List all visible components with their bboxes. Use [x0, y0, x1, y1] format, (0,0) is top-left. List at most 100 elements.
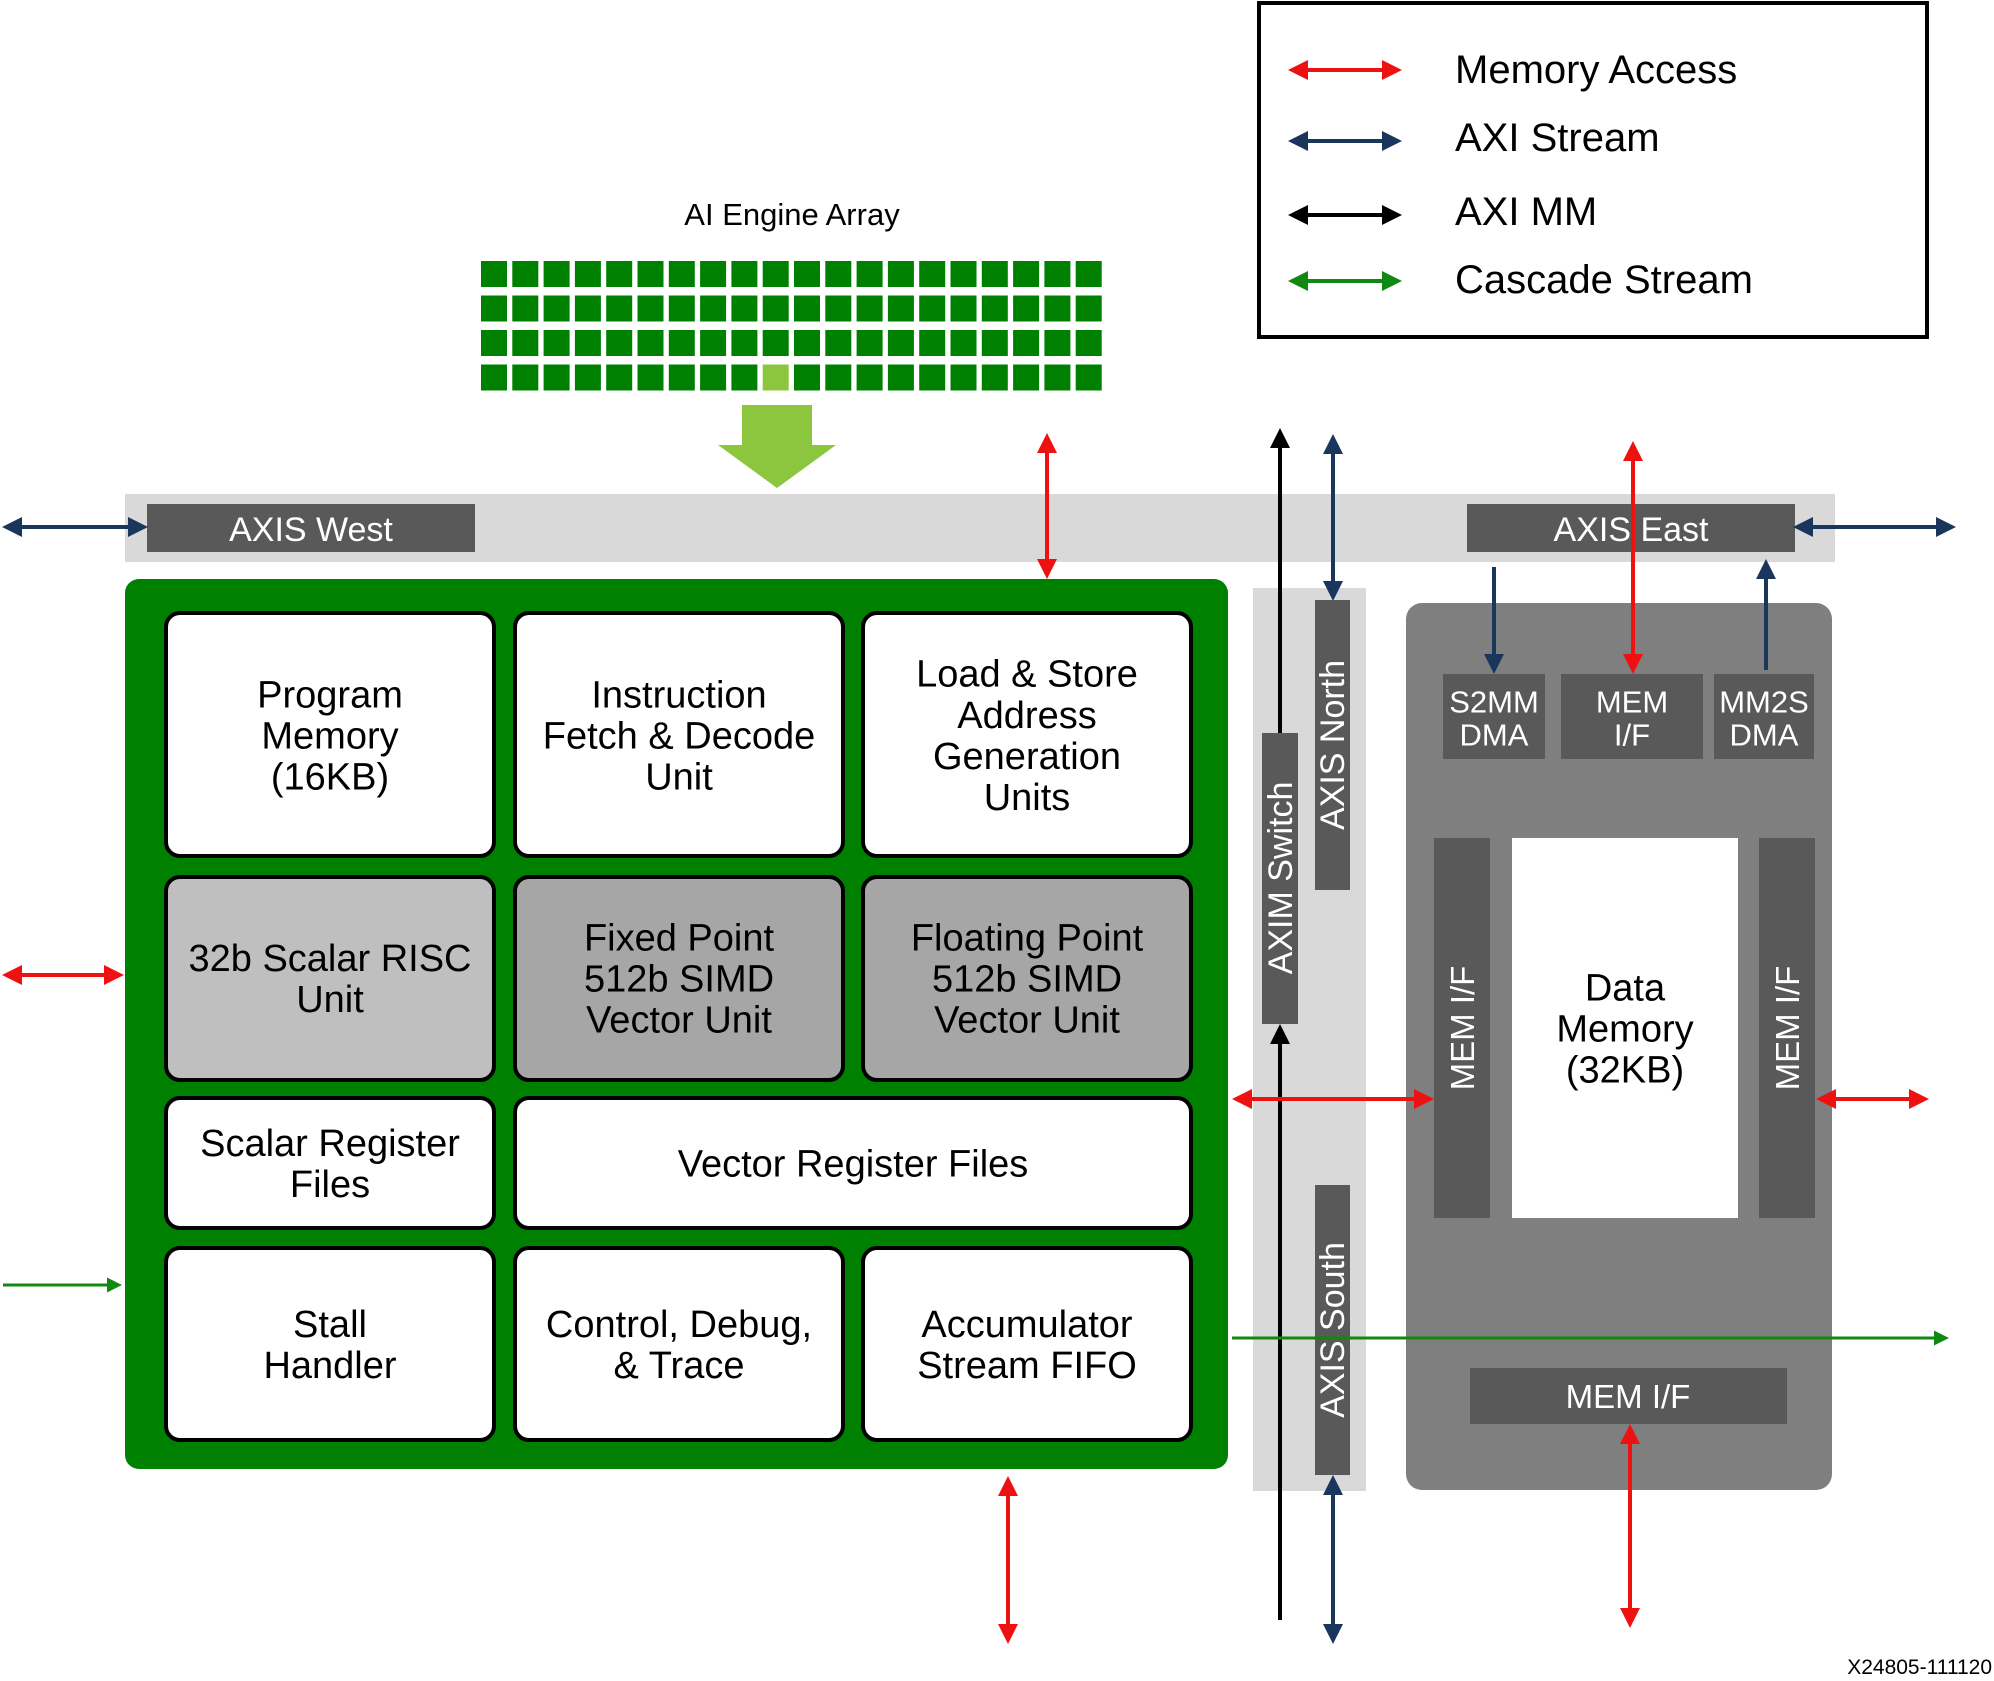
array-tile: [762, 330, 789, 356]
array-tile: [825, 261, 852, 287]
array-tile: [668, 295, 695, 322]
array-tile: [919, 364, 946, 391]
array-tile: [512, 295, 539, 322]
array-tile: [574, 295, 601, 322]
array-tile: [1013, 261, 1040, 287]
array-tile: [700, 330, 727, 356]
array-tile: [731, 261, 758, 287]
label-line: Floating Point: [911, 917, 1144, 959]
array-tile: [512, 364, 539, 391]
axis-north-block: [1315, 600, 1350, 890]
array-tile: [512, 330, 539, 356]
label-line: Address: [957, 695, 1096, 737]
array-tile: [1013, 295, 1040, 322]
array-tile: [981, 261, 1008, 287]
array-tile: [637, 295, 664, 322]
array-tile: [856, 330, 883, 356]
array-tile: [950, 261, 977, 287]
connections: [2, 428, 1956, 1644]
array-tile: [481, 330, 507, 356]
ai-engine-array-grid: [481, 261, 1102, 391]
mem-if-left-label: MEM I/F: [1444, 966, 1481, 1091]
legend-axi-stream-label: AXI Stream: [1455, 116, 1660, 160]
label-line: Handler: [263, 1345, 396, 1387]
array-tile: [1044, 261, 1071, 287]
label-line: Program: [257, 674, 403, 716]
label-line: MM2S: [1719, 684, 1809, 719]
array-tile: [1044, 330, 1071, 356]
label-line: 32b Scalar RISC: [188, 938, 471, 980]
array-tile: [606, 261, 633, 287]
array-tile: [481, 261, 507, 287]
array-tile: [481, 295, 507, 322]
array-tile: [1075, 364, 1102, 391]
array-tile: [794, 295, 820, 322]
figure-id: X24805-111120: [1847, 1656, 1992, 1679]
label-line: Memory: [261, 715, 398, 757]
array-tile: [637, 261, 664, 287]
array-tile: [794, 330, 820, 356]
label-line: Memory: [1556, 1008, 1693, 1050]
mem-if-bottom-label: MEM I/F: [1566, 1378, 1691, 1415]
control-debug-box: Control, Debug,& Trace: [513, 1246, 845, 1442]
label-line: Vector Unit: [586, 999, 772, 1041]
array-tile: [543, 295, 570, 322]
label-line: (32KB): [1566, 1049, 1684, 1091]
array-tile: [762, 261, 789, 287]
label-line: I/F: [1614, 717, 1650, 752]
label-line: Instruction: [591, 674, 766, 716]
label-line: & Trace: [614, 1345, 745, 1387]
array-tile: [825, 295, 852, 322]
label-line: MEM: [1596, 684, 1668, 719]
array-tile: [700, 261, 727, 287]
label-line: Units: [984, 777, 1071, 819]
array-tile: [919, 295, 946, 322]
vector-register-label: Vector Register Files: [678, 1143, 1029, 1185]
array-tile: [668, 261, 695, 287]
label-line: Fetch & Decode: [543, 715, 815, 757]
array-tile: [574, 261, 601, 287]
array-tile: [512, 261, 539, 287]
array-tile: [1075, 330, 1102, 356]
control-debug-label: Control, Debug,& Trace: [546, 1304, 812, 1387]
label-line: Unit: [296, 979, 364, 1021]
array-tile: [543, 261, 570, 287]
array-tile: [887, 364, 914, 391]
vector-register-box: Vector Register Files: [513, 1096, 1193, 1230]
mem-if-bottom-block: [1470, 1368, 1787, 1424]
label-line: Files: [290, 1164, 370, 1206]
label-line: Control, Debug,: [546, 1304, 812, 1346]
label-line: Stall: [293, 1304, 367, 1346]
array-tile: [574, 364, 601, 391]
label-line: Generation: [933, 736, 1121, 778]
array-tile: [887, 295, 914, 322]
array-tile: [574, 330, 601, 356]
label-line: Load & Store: [916, 654, 1138, 696]
legend: Memory Access AXI Stream AXI MM Cascade …: [1257, 1, 1929, 339]
mem-if-right-label: MEM I/F: [1769, 966, 1806, 1091]
label-line: (16KB): [271, 756, 389, 798]
label-line: DMA: [1730, 717, 1799, 752]
label-line: Data: [1585, 967, 1666, 1009]
array-tile: [981, 295, 1008, 322]
array-tile: [950, 330, 977, 356]
axim-switch-label: AXIM Switch: [1262, 782, 1300, 975]
label-line: Vector Register Files: [678, 1143, 1029, 1185]
highlighted-tile: [762, 364, 789, 391]
